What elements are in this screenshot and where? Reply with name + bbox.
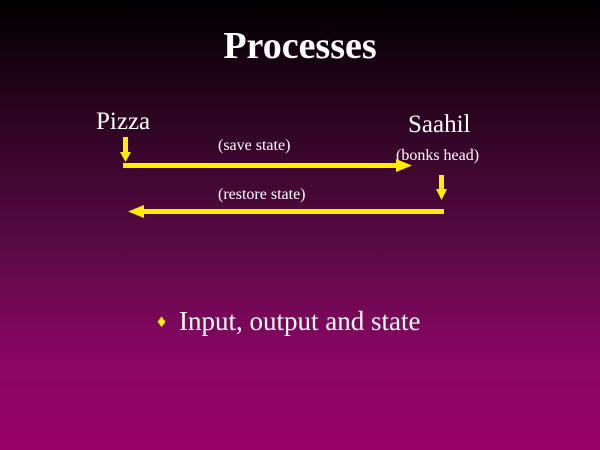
save-state-label: (save state) bbox=[218, 137, 291, 154]
restore-state-label: (restore state) bbox=[218, 186, 306, 203]
restore-state-arrow-icon bbox=[128, 205, 444, 218]
saahil-down-arrow-icon bbox=[436, 175, 447, 200]
pizza-down-arrow-icon bbox=[120, 137, 131, 162]
bullet-item: Input, output and state bbox=[179, 306, 421, 336]
actor-saahil-label: Saahil bbox=[408, 111, 471, 138]
bonks-head-label: (bonks head) bbox=[396, 147, 480, 164]
diamond-bullet-icon: ♦ bbox=[157, 311, 167, 331]
actor-pizza-label: Pizza bbox=[96, 108, 151, 135]
save-state-arrow-icon bbox=[123, 159, 412, 172]
slide-title: Processes bbox=[223, 25, 377, 67]
